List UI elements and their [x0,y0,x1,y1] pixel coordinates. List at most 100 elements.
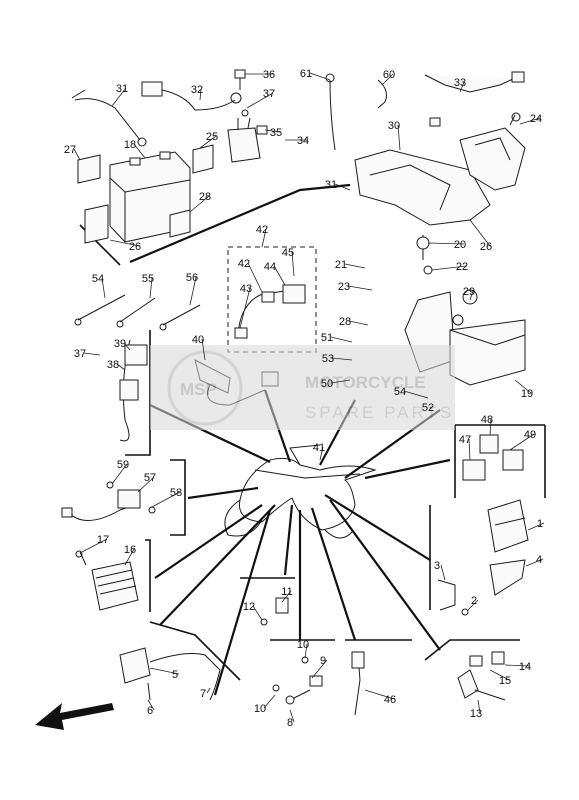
callout-number: 48 [481,414,493,426]
callout-number: 25 [206,131,218,143]
callout-leader [133,143,146,159]
callout-leader [149,667,180,675]
callout-number: 61 [300,68,312,80]
callout-leader [477,699,481,714]
watermark-line2: SPARE PARTS [305,403,454,422]
callout-leader [427,242,465,245]
callout-number: 41 [313,442,325,454]
callout-number: 9 [320,655,326,667]
callout-leader [514,379,532,394]
callout-leader [467,599,479,611]
callout-number: 31 [325,179,337,191]
callout-number: 35 [270,127,282,139]
callout-leader [509,433,535,451]
watermark-line1: MOTORCYCLE [305,373,426,392]
callout-leader [149,491,181,509]
callout-leader [124,548,135,566]
callout-leader [206,687,211,694]
front-arrow-icon [35,703,114,730]
callout-number: 55 [142,273,154,285]
callout-leader [261,228,267,248]
callout-number: 59 [117,459,129,471]
callout-number: 31 [116,83,128,95]
callout-leader [252,605,263,621]
callout-leader [137,476,155,493]
callout-number: 7 [200,688,206,700]
callout-leader [81,538,108,553]
cable-group [74,294,201,331]
callout-number: 12 [243,601,255,613]
callout-leader [330,379,351,384]
callout-leader [116,363,126,371]
callout-number: 40 [192,334,204,346]
callout-leader [429,406,433,409]
callout-number: 3 [434,560,440,572]
callout-leader [397,124,401,151]
relay-group [462,434,524,481]
callout-number: 45 [282,247,294,259]
sidestand-switch-group [457,651,506,701]
callout-leader [199,88,202,101]
callout-number: 46 [384,694,396,706]
callout-leader [381,73,394,86]
callout-number: 24 [530,113,542,125]
callout-number: 49 [524,429,536,441]
callout-leader [311,659,328,679]
callout-leader [334,183,351,191]
callout-number: 58 [170,487,182,499]
callout-leader [201,338,206,361]
callout-number: 37 [74,348,86,360]
callout-leader [469,290,474,301]
ignition-coil-group [119,647,221,701]
callout-leader [149,277,153,299]
callout-leader [189,195,210,213]
callout-leader [364,689,395,700]
harness-connection-lines [129,183,451,696]
callout-leader [289,709,295,723]
regulator-group [75,550,139,611]
callout-leader [348,320,369,326]
callout-number: 28 [339,316,351,328]
callout-number: 51 [321,332,333,344]
callout-number: 27 [64,144,76,156]
callout-number: 50 [321,378,333,390]
callout-number: 37 [263,88,275,100]
callout-leader [440,564,446,581]
callout-leader [109,239,140,247]
battery-group [71,69,268,244]
watermark-logo-text: MSP [180,380,217,399]
callout-number: 29 [463,286,475,298]
callout-leader [147,699,155,711]
callout-number: 15 [499,675,511,687]
callout-number: 39 [114,338,126,350]
callout-leader [403,390,429,399]
callout-number: 26 [129,241,141,253]
callout-number: 56 [186,272,198,284]
callout-number: 20 [454,239,466,251]
callout-leader [189,276,197,306]
callout-number: 22 [456,261,468,273]
callout-leader [319,446,324,461]
callout-leader [344,263,366,269]
callout-leader [469,219,491,247]
callout-number: 43 [240,283,252,295]
callout-number: 10 [254,703,266,715]
callout-leader [304,643,308,659]
callout-number: 19 [521,388,533,400]
callout-number: 54 [394,386,406,398]
callout-number: 23 [338,281,350,293]
callout-leader [239,287,251,329]
callout-leader [309,72,331,81]
callout-number: 17 [97,534,109,546]
callout-leader [263,694,276,709]
callout-leader [431,265,467,271]
callout-number: 47 [459,434,471,446]
callout-number: 8 [287,717,293,729]
callout-number: 32 [191,84,203,96]
callout-number: 30 [388,120,400,132]
callout-number: 34 [297,135,309,147]
callout-number: 60 [383,69,395,81]
callout-number: 13 [470,708,482,720]
